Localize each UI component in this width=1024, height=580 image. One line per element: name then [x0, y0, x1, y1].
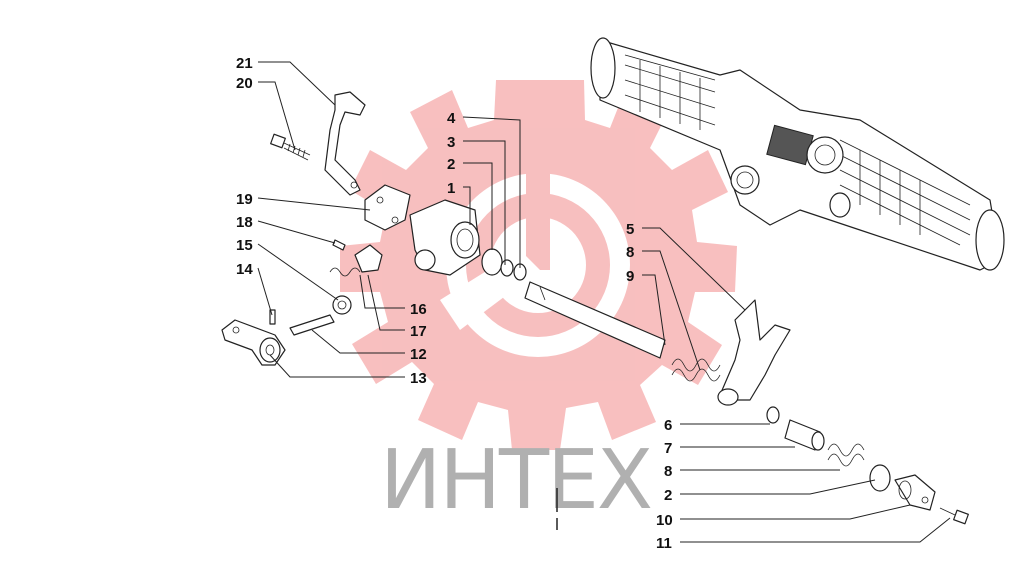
shaft-9 — [524, 281, 666, 359]
pin-12 — [289, 314, 335, 336]
callout-13: 13 — [410, 370, 427, 387]
spring-8-lower — [827, 443, 865, 467]
callout-18: 18 — [236, 214, 253, 231]
callout-10: 10 — [656, 512, 673, 529]
washer-15 — [332, 295, 352, 315]
watermark-brand: ИНТЕХ — [380, 433, 653, 530]
bolt-11 — [939, 507, 969, 525]
callout-2-lower: 2 — [664, 487, 672, 504]
callout-1: 1 — [447, 180, 455, 197]
callout-9: 9 — [626, 268, 634, 285]
callout-19: 19 — [236, 191, 253, 208]
callout-12: 12 — [410, 346, 427, 363]
bracket-21 — [324, 91, 366, 196]
circlip-6 — [766, 406, 780, 424]
callout-15: 15 — [236, 237, 253, 254]
plate-19 — [364, 184, 411, 231]
lever-13 — [221, 319, 286, 366]
block-17 — [354, 244, 383, 273]
callout-17: 17 — [410, 323, 427, 340]
callout-8-upper: 8 — [626, 244, 634, 261]
watermark-gear-logo — [340, 80, 737, 450]
o-rings-upper — [481, 248, 527, 281]
callout-7: 7 — [664, 440, 672, 457]
bolt-20 — [270, 133, 311, 161]
pin-14 — [269, 309, 276, 325]
pin-18 — [332, 239, 346, 251]
spring-16 — [329, 267, 361, 277]
leader-lines — [257, 61, 951, 543]
callout-labels: 21 20 19 18 15 14 4 3 2 1 16 17 12 13 5 … — [236, 55, 673, 552]
shift-fork-5 — [717, 299, 791, 406]
callout-20: 20 — [236, 75, 253, 92]
o-ring-2-lower — [869, 464, 891, 492]
housing-1 — [409, 199, 481, 276]
cap-10 — [894, 474, 936, 511]
callout-5: 5 — [626, 221, 634, 238]
sleeve-7 — [784, 419, 825, 451]
callout-2-upper: 2 — [447, 156, 455, 173]
callout-4: 4 — [447, 110, 456, 127]
callout-8-lower: 8 — [664, 463, 672, 480]
callout-6: 6 — [664, 417, 672, 434]
callout-11: 11 — [656, 535, 672, 552]
callout-21: 21 — [236, 55, 253, 72]
callout-14: 14 — [236, 261, 253, 278]
gearbox-assembly — [590, 37, 1005, 271]
spring-8-upper — [671, 358, 721, 382]
callout-16: 16 — [410, 301, 427, 318]
callout-3: 3 — [447, 134, 455, 151]
watermark-text: ИНТЕХ — [380, 433, 651, 528]
